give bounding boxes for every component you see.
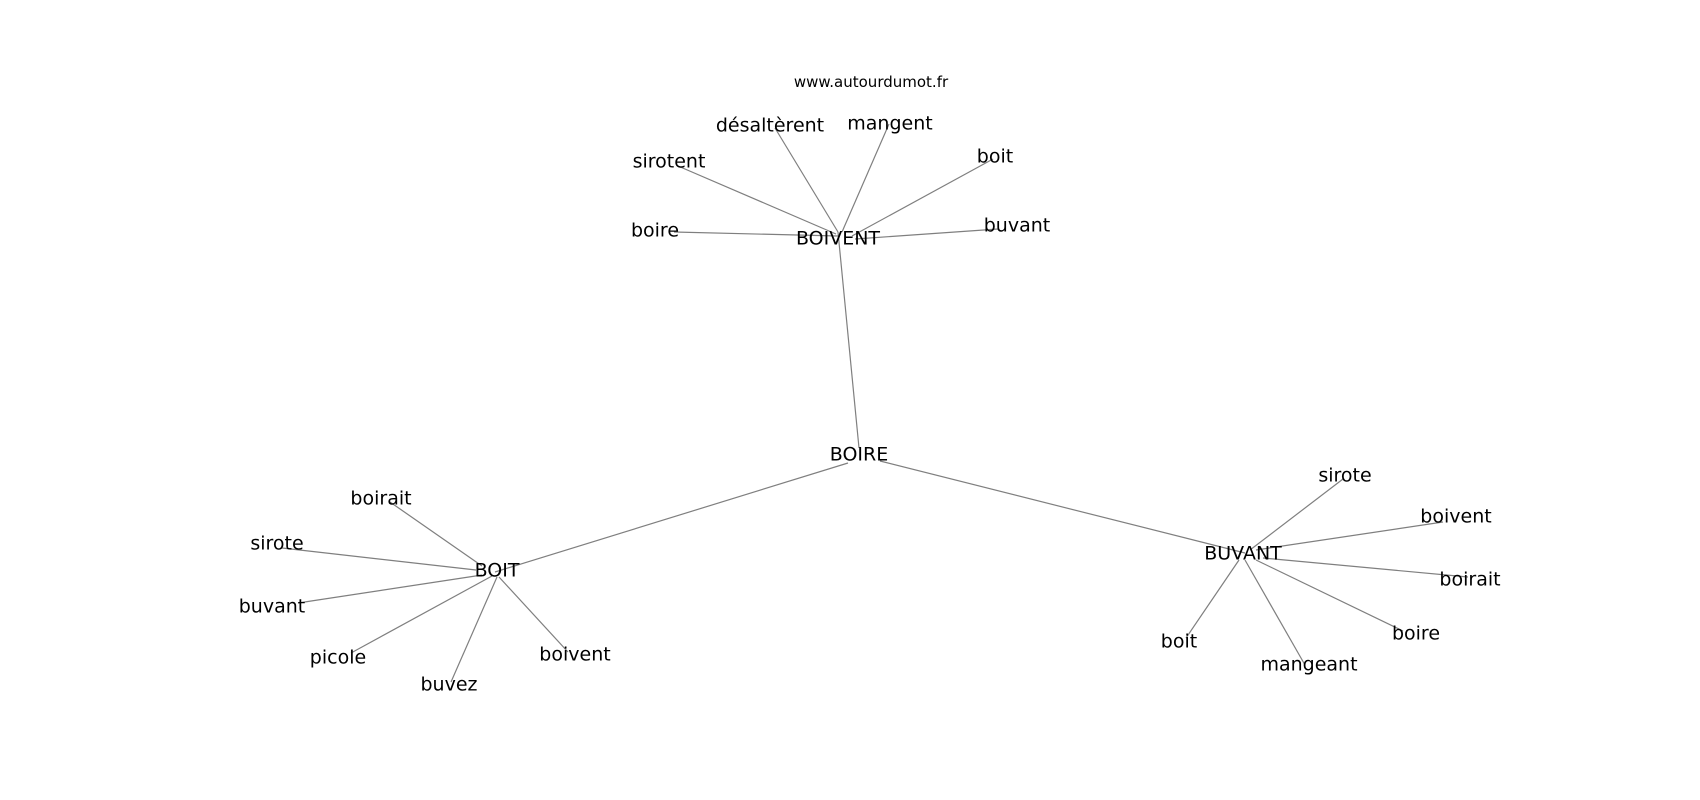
leaf-node-label: boit: [977, 146, 1013, 168]
edge-hub-to-leaf: [498, 576, 569, 653]
edge-hub-to-leaf: [851, 158, 994, 237]
hub-node-label: BOIT: [475, 560, 520, 582]
leaf-node-label: buvant: [984, 215, 1050, 237]
leaf-node-label: désaltèrent: [716, 115, 824, 137]
leaf-node-label: sirote: [250, 533, 303, 555]
source-watermark: www.autourdumot.fr: [794, 73, 949, 91]
leaf-node-label: boivent: [1420, 506, 1491, 528]
center-node-label: BOIRE: [830, 444, 888, 466]
edge-hub-to-leaf: [350, 575, 493, 654]
edge-hub-to-leaf: [1255, 559, 1404, 632]
leaf-node-label: boire: [631, 220, 679, 242]
edge-hub-to-leaf: [389, 501, 483, 567]
hub-node-label: BUVANT: [1204, 543, 1282, 565]
edge-center-to-hub: [837, 231, 860, 449]
leaf-node-label: buvant: [239, 596, 305, 618]
edge-center-to-hub: [494, 462, 849, 573]
edge-hub-to-leaf: [1255, 521, 1444, 551]
edge-hub-to-leaf: [297, 574, 483, 604]
edge-hub-to-leaf: [673, 231, 839, 237]
edge-hub-to-leaf: [1244, 559, 1306, 666]
edges-layer: [281, 123, 1469, 683]
edge-hub-to-leaf: [281, 547, 477, 571]
edge-hub-to-leaf: [774, 127, 839, 233]
leaf-node-label: boit: [1161, 631, 1197, 653]
leaf-node-label: picole: [310, 647, 366, 669]
hub-node-label: BOIVENT: [796, 228, 880, 250]
leaf-node-label: sirotent: [633, 151, 706, 173]
edge-hub-to-leaf: [450, 576, 498, 683]
leaf-node-label: boirait: [350, 488, 411, 510]
edge-center-to-hub: [879, 460, 1246, 554]
edge-hub-to-leaf: [1262, 557, 1469, 578]
edge-hub-to-leaf: [1185, 559, 1240, 639]
leaf-node-label: boivent: [539, 644, 610, 666]
edge-hub-to-leaf: [677, 165, 837, 235]
leaf-node-label: boirait: [1439, 569, 1500, 591]
nodes-layer: BOIRE BOIVENT boire sirotent désaltèrent mang…: [239, 113, 1501, 696]
edge-hub-to-leaf: [841, 123, 890, 233]
edge-hub-to-leaf: [1249, 478, 1344, 551]
leaf-node-label: boire: [1392, 623, 1440, 645]
leaf-node-label: mangent: [847, 113, 932, 135]
edge-hub-to-leaf: [854, 228, 999, 240]
leaf-node-label: buvez: [420, 674, 477, 696]
leaf-node-label: sirote: [1318, 465, 1371, 487]
leaf-node-label: mangeant: [1260, 654, 1357, 676]
